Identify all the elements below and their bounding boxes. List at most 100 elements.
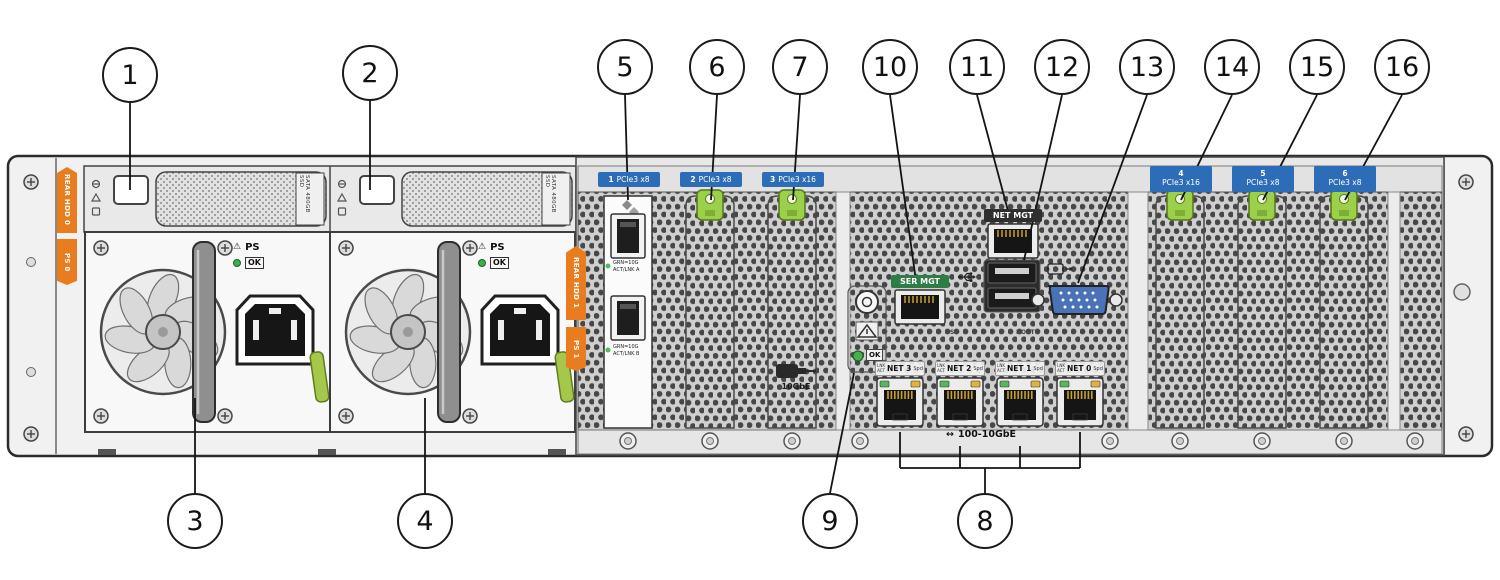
locate-button[interactable]: [855, 290, 879, 314]
usb-port-top[interactable]: [987, 262, 1037, 284]
pcie-slot3-filler: [767, 195, 817, 429]
card-actlnk-a: ACT/LNK A: [613, 266, 640, 273]
callout-6: 6: [689, 39, 745, 95]
callout-4: 4: [397, 493, 453, 549]
net2-port[interactable]: [936, 377, 984, 427]
callout-3: 3: [167, 493, 223, 549]
net0-spd: Spd: [1093, 365, 1103, 372]
pcie-slot3-latch[interactable]: [778, 189, 806, 221]
pcie-slot6-filler: [1319, 195, 1369, 429]
net1-port[interactable]: [996, 377, 1044, 427]
callout-16: 16: [1374, 39, 1430, 95]
pcie-slot6-type: PCIe3 x8: [1328, 178, 1362, 187]
net2-name: NET 2: [947, 364, 972, 373]
callout-8: 8: [957, 493, 1013, 549]
connector-icon: [776, 364, 816, 378]
net0-name: NET 0: [1067, 364, 1092, 373]
badge-10gbe: 10GbE: [781, 382, 811, 391]
pcie-slot5-label: 5 PCIe3 x8: [1232, 166, 1294, 192]
callout-1: 1: [102, 47, 158, 103]
pcie-slot2-latch[interactable]: [696, 189, 724, 221]
pcie-slot2-label: 2 PCIe3 x8: [680, 172, 742, 187]
ps0-tag: PS 0: [57, 239, 77, 285]
rear-hdd-bays: [83, 165, 577, 233]
psu1-status: ⚠ PS OK: [478, 240, 558, 270]
callout-2: 2: [342, 45, 398, 101]
net2-spd: Spd: [973, 365, 983, 372]
pcie-card-slot1: [603, 195, 653, 429]
io-and-pcie-section: [575, 156, 1445, 456]
card-actlnk-b: ACT/LNK B: [613, 350, 640, 357]
hdd1-model-label: SATA 480GB SSD: [544, 175, 556, 213]
pcie-slot1-type: PCIe3 x8: [616, 175, 650, 184]
psu1-fault-icon: ⚠: [478, 242, 487, 252]
video-icon: [1047, 263, 1073, 275]
rear-hdd1-tag: REAR HDD 1: [566, 246, 586, 320]
pcie-slot4-filler: [1155, 195, 1205, 429]
card-port-a-label: GRN=10G ACT/LNK A: [613, 260, 639, 273]
ser-mgt-port[interactable]: [894, 289, 946, 325]
rear-hdd0-tag: REAR HDD 0: [57, 167, 77, 233]
pcie-slot4-latch[interactable]: [1166, 189, 1194, 221]
ser-mgt-label: SER MGT: [891, 275, 949, 288]
callout-14: 14: [1204, 39, 1260, 95]
psu0-ok-label: OK: [245, 256, 264, 269]
hdd1-release-button[interactable]: [359, 175, 395, 205]
net1-spd: Spd: [1033, 365, 1043, 372]
pcie-slot5-latch[interactable]: [1248, 189, 1276, 221]
pcie-slot6-number: 6: [1342, 169, 1348, 179]
fault-led-icon: [856, 323, 878, 338]
callout-9: 9: [802, 493, 858, 549]
card-led-note-b: GRN=10G: [613, 344, 639, 350]
callout-leader-lines: [129, 94, 1403, 494]
psu0-ok-led: [233, 258, 241, 267]
pcie-slot2-filler: [685, 195, 735, 429]
callout-11: 11: [949, 39, 1005, 95]
card-port-b-label: GRN=10G ACT/LNK B: [613, 344, 639, 357]
net1-name: NET 1: [1007, 364, 1032, 373]
pcie-slot4-number: 4: [1178, 169, 1184, 179]
pcie-slot2-number: 2: [690, 175, 696, 184]
sfp-port-b[interactable]: [610, 295, 646, 341]
status-led-cluster: [847, 285, 887, 373]
pcie-slot6-label: 6 PCIe3 x8: [1314, 166, 1376, 192]
psu1-ok-led: [478, 258, 486, 267]
pcie-slot4-label: 4 PCIe3 x16: [1150, 166, 1212, 192]
callout-15: 15: [1289, 39, 1345, 95]
hdd0-release-button[interactable]: [113, 175, 149, 205]
status-ok-label: OK: [866, 349, 884, 361]
net0-port[interactable]: [1056, 377, 1104, 427]
net3-name: NET 3: [887, 364, 912, 373]
pcie-slot3-label: 3 PCIe3 x16: [762, 172, 824, 187]
net-speed-label: ↔ 100-10GbE: [946, 429, 1016, 440]
pcie-slot3-type: PCIe3 x16: [778, 175, 816, 184]
pcie-slot2-type: PCIe3 x8: [698, 175, 732, 184]
callout-7: 7: [772, 39, 828, 95]
callout-12: 12: [1034, 39, 1090, 95]
net3-port[interactable]: [876, 377, 924, 427]
hdd0-model-label: SATA 480GB SSD: [298, 175, 310, 213]
psu0-fault-icon: ⚠: [233, 242, 242, 252]
host-label: HOST: [1016, 329, 1035, 336]
sp-label: SP: [950, 329, 959, 336]
callout-10: 10: [862, 39, 918, 95]
net-mgt-label: NET MGT: [984, 209, 1042, 222]
pcie-slot1-label: 1 PCIe3 x8: [598, 172, 660, 187]
net3-spd: Spd: [913, 365, 923, 372]
pcie-slot1-number: 1: [608, 175, 614, 184]
pcie-slot6-latch[interactable]: [1330, 189, 1358, 221]
psu0-status: ⚠ PS OK: [233, 240, 313, 270]
pcie-slot5-number: 5: [1260, 169, 1266, 179]
bidirectional-arrow-icon: ↔: [946, 429, 954, 440]
usb-icon: [958, 272, 976, 282]
sfp-port-a[interactable]: [610, 213, 646, 259]
psu1-ok-label: OK: [490, 256, 509, 269]
usb-port-bottom[interactable]: [987, 287, 1037, 309]
